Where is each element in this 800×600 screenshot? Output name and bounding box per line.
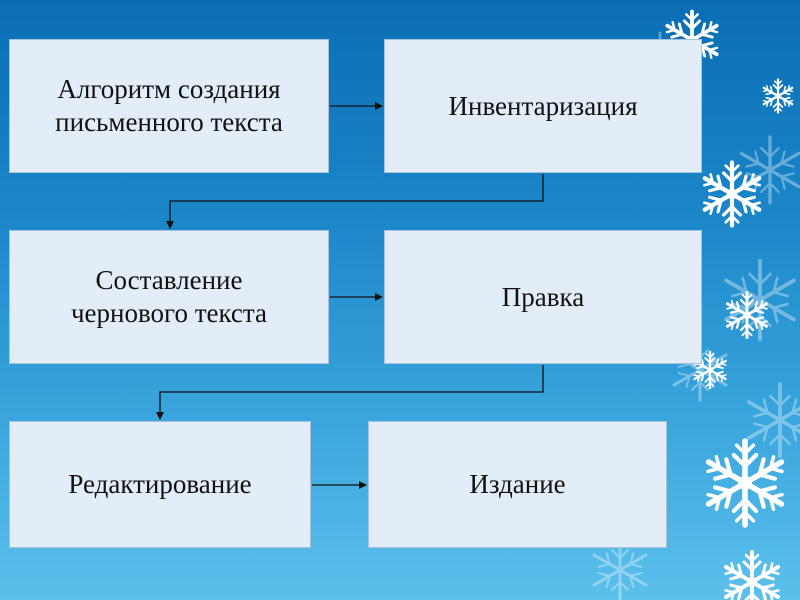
arrow-connector [159,365,544,413]
step-label-line: Правка [501,281,585,312]
step-label-line: Издание [469,469,566,500]
arrowhead-icon [375,102,383,110]
step-label-line: письменного текста [55,107,283,137]
arrowhead-icon [156,412,164,420]
step-publication-box: Издание [368,421,667,548]
step-label: Правка [502,281,584,314]
step-label: Инвентаризация [449,90,638,123]
step-label: Составление чернового текста [71,264,267,330]
step-label-line: Составление [95,265,243,296]
step-draft-box: Составление чернового текста [9,230,329,364]
step-inventory-box: Инвентаризация [384,39,702,173]
step-label-line: чернового текста [70,298,268,328]
step-label: Алгоритм создания письменного текста [55,73,283,139]
step-correction-box: Правка [384,230,702,364]
step-algorithm-box: Алгоритм создания письменного текста [9,39,329,173]
step-editing-box: Редактирование [9,421,311,548]
arrowhead-icon [359,481,367,489]
arrowhead-icon [375,293,383,301]
step-label-line: Инвентаризация [448,90,638,121]
arrow-connector [169,174,544,222]
step-label: Издание [469,468,565,501]
arrowhead-icon [166,221,174,229]
step-label-line: Редактирование [68,469,252,500]
step-label-line: Алгоритм создания [57,74,281,105]
step-label: Редактирование [68,468,251,501]
